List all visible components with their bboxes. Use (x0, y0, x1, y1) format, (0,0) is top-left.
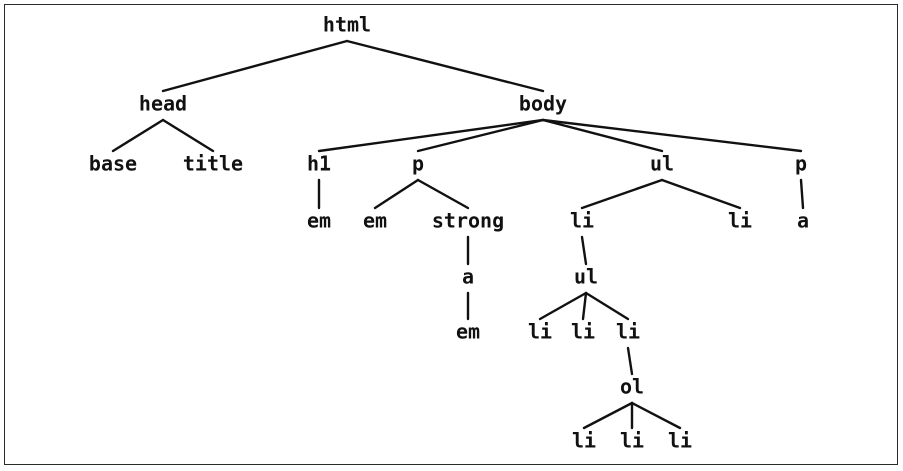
tree-node-li: li (528, 320, 552, 344)
tree-node-em: em (363, 209, 387, 233)
tree-edge (161, 118, 215, 153)
tree-edge (580, 178, 664, 210)
tree-node-p: p (412, 152, 424, 176)
tree-edge (584, 291, 630, 321)
tree-edge (626, 346, 634, 376)
tree-node-html: html (323, 13, 371, 37)
tree-node-title: title (183, 152, 243, 176)
tree-edge (582, 401, 634, 430)
tree-edge (345, 39, 545, 93)
tree-edge (580, 235, 588, 266)
tree-edge (416, 118, 545, 153)
tree-node-li: li (571, 320, 595, 344)
tree-edge (581, 291, 588, 321)
diagram-frame (4, 4, 898, 465)
tree-node-base: base (89, 152, 137, 176)
tree-edges (111, 39, 805, 430)
tree-edge (373, 178, 420, 210)
tree-node-em: em (307, 209, 331, 233)
tree-edge (541, 118, 664, 153)
tree-node-ul: ul (574, 265, 598, 289)
tree-edge (541, 118, 803, 153)
tree-edge (161, 39, 349, 93)
tree-node-li: li (616, 320, 640, 344)
tree-node-p: p (795, 152, 807, 176)
tree-node-li: li (668, 429, 692, 453)
tree-edge (660, 178, 742, 210)
tree-edge (630, 401, 682, 430)
tree-node-head: head (139, 92, 187, 116)
tree-node-ol: ol (620, 375, 644, 399)
tree-node-body: body (519, 92, 567, 116)
tree-node-em: em (456, 320, 480, 344)
tree-edge (111, 118, 165, 153)
tree-node-a: a (797, 209, 809, 233)
tree-node-h1: h1 (307, 152, 331, 176)
tree-node-a: a (462, 265, 474, 289)
tree-edge (317, 118, 545, 153)
tree-node-li: li (570, 209, 594, 233)
tree-node-li: li (620, 429, 644, 453)
tree-node-ul: ul (650, 152, 674, 176)
tree-node-li: li (728, 209, 752, 233)
tree-node-li: li (572, 429, 596, 453)
tree-edge (416, 178, 470, 210)
tree-node-strong: strong (432, 209, 504, 233)
tree-edge (799, 178, 805, 210)
tree-edge (538, 291, 588, 321)
